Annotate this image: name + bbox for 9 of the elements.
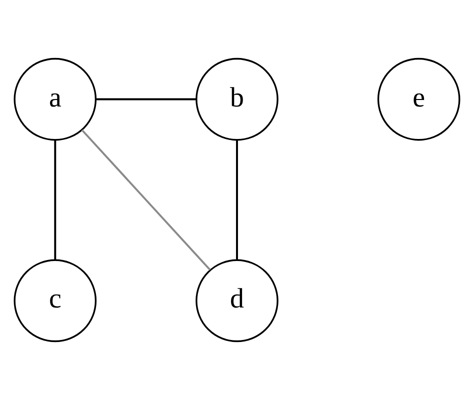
node-circle: b bbox=[195, 58, 278, 141]
node-circle: c bbox=[13, 259, 96, 342]
connector bbox=[236, 140, 238, 260]
node-circle: d bbox=[195, 259, 278, 342]
connector bbox=[96, 98, 196, 100]
connector bbox=[80, 129, 210, 271]
node-circle: a bbox=[13, 58, 96, 141]
node-circle: e bbox=[376, 58, 460, 141]
connector bbox=[54, 140, 56, 260]
